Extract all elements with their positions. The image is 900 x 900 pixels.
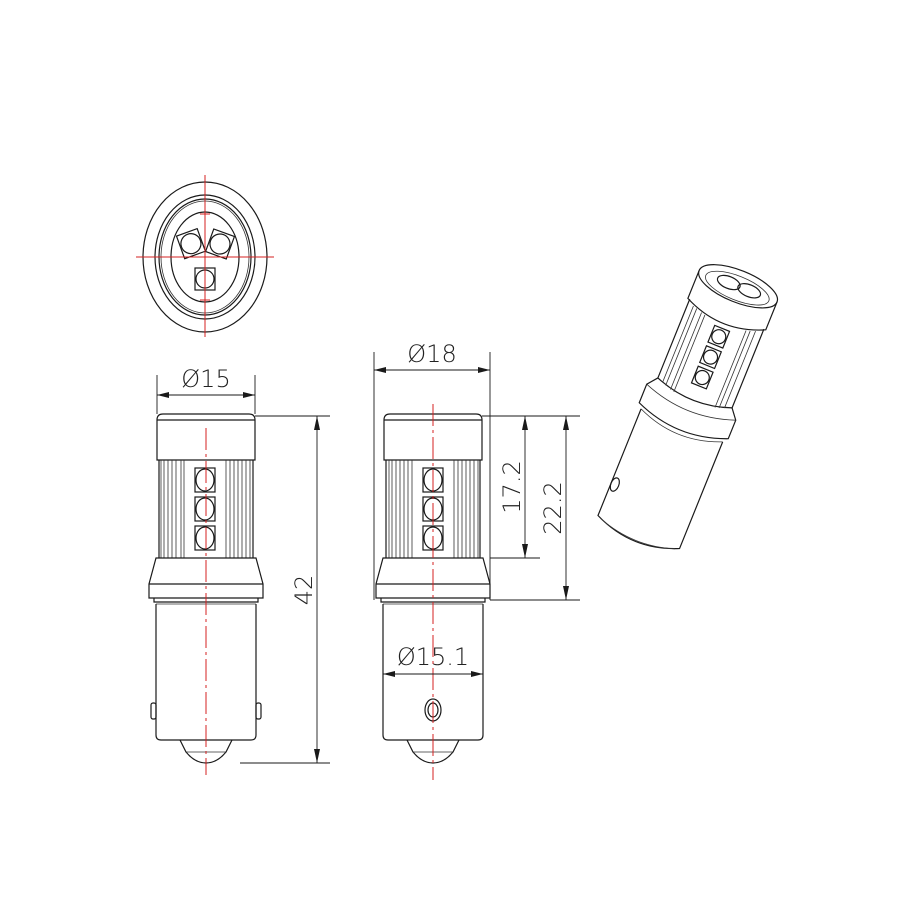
dim-led-section-height: 17.2 — [498, 460, 526, 513]
dimension-lines — [156, 352, 580, 764]
iso-view — [597, 264, 779, 550]
led-column — [194, 467, 216, 551]
led-column — [690, 324, 731, 390]
top-view — [136, 175, 274, 337]
dim-head-diameter-left: Ø15 — [181, 365, 230, 393]
dim-overall-length: 42 — [290, 575, 318, 606]
front-view-left — [148, 413, 264, 775]
dim-head-diameter-right: Ø18 — [407, 340, 456, 368]
dim-head-height: 22.2 — [539, 481, 567, 534]
dim-base-diameter: Ø15.1 — [397, 643, 469, 671]
led-icon — [204, 228, 236, 260]
front-view-right — [375, 404, 491, 780]
pin-icon — [609, 477, 620, 492]
led-icon — [175, 227, 207, 260]
